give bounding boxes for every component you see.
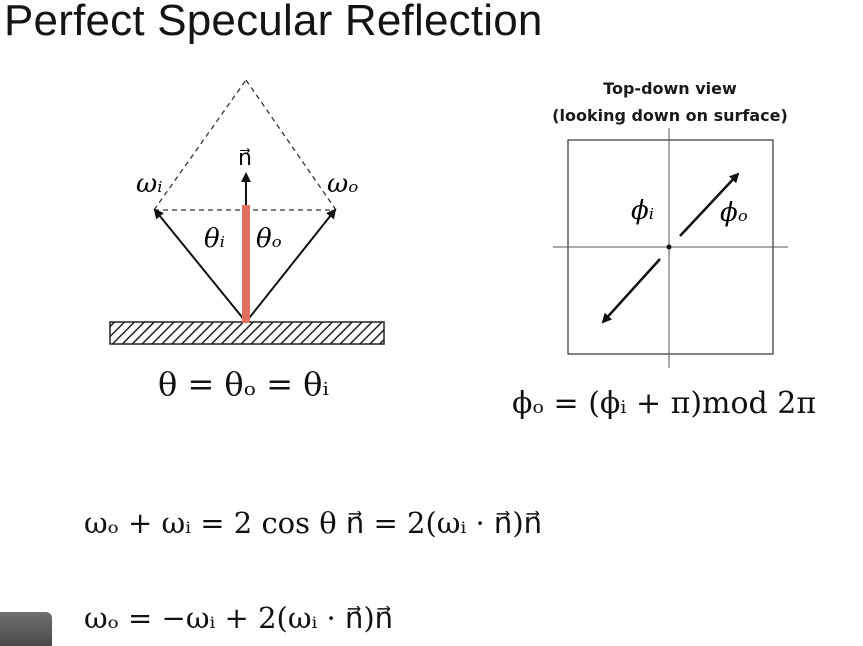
normal-label: n⃗: [238, 146, 252, 171]
phi-o-arrow: [679, 172, 740, 237]
dashed-right: [245, 79, 337, 211]
top-down-caption-line2: (looking down on surface): [552, 106, 788, 125]
reflect-equation: ωₒ = −ωᵢ + 2(ωᵢ · n⃗)n⃗: [84, 601, 394, 635]
theta-equation: θ = θₒ = θᵢ: [158, 365, 329, 403]
omega-o-arrow: [245, 208, 337, 323]
theta-i-label: θᵢ: [204, 224, 225, 254]
reflection-diagram: n⃗ ωᵢ ωₒ θᵢ θₒ: [109, 79, 385, 345]
slide-title: Perfect Specular Reflection: [4, 0, 543, 45]
omega-i-arrow: [153, 208, 247, 323]
phi-i-arrow: [601, 258, 661, 324]
omega-o-label: ωₒ: [327, 169, 358, 199]
top-down-diagram: ϕᵢ ϕₒ: [553, 128, 788, 368]
sum-equation: ωₒ + ωᵢ = 2 cos θ n⃗ = 2(ωᵢ · n⃗)n⃗: [84, 506, 543, 540]
presenter-thumbnail: [0, 612, 52, 646]
omega-i-label: ωᵢ: [136, 169, 162, 199]
normal-highlight: [242, 205, 250, 323]
dashed-left: [153, 79, 247, 211]
phi-equation: ϕₒ = (ϕᵢ + π)mod 2π: [512, 386, 817, 421]
top-down-caption-line1: Top-down view: [603, 79, 737, 98]
surface-hatch: [109, 321, 385, 345]
theta-o-label: θₒ: [256, 224, 282, 254]
phi-o-label: ϕₒ: [720, 198, 748, 228]
phi-i-label: ϕᵢ: [631, 196, 654, 226]
origin-dot: [666, 244, 672, 250]
